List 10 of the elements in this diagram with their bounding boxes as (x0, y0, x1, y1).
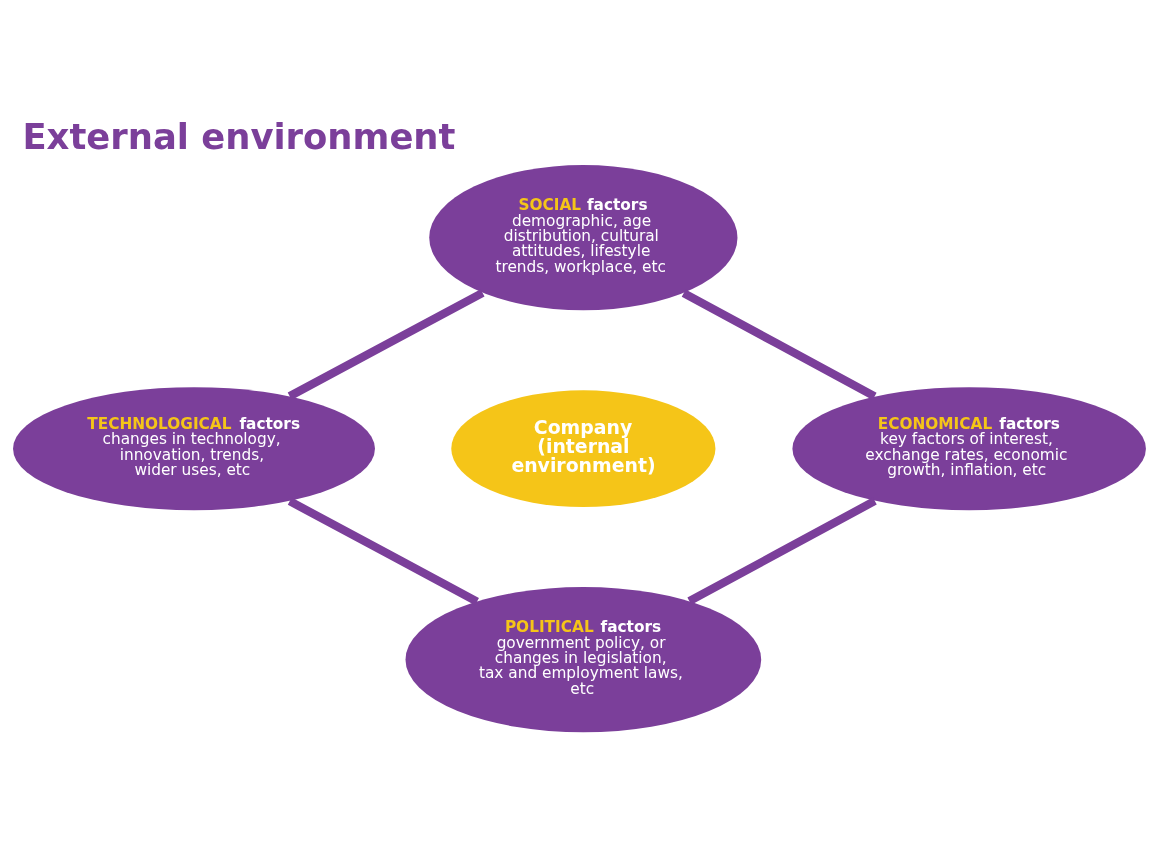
connector (287, 288, 485, 400)
connector (687, 496, 877, 605)
node-ellipse: ECONOMICAL factors key factors of interest, exchange rates, economic growth, inflation, etc (792, 386, 1146, 510)
diagram-title: External environment (22, 115, 456, 157)
node-ellipse: POLITICAL factors government policy, or changes in legislation, tax and employment laws, etc (405, 586, 762, 732)
connector (287, 497, 479, 605)
node-ellipse: Company (internal environment) (451, 389, 716, 507)
node-ellipse: SOCIAL factors demographic, age distribution, cultural attitudes, lifestyle trends, workplace, etc (429, 164, 738, 310)
node-ellipse: TECHNOLOGICAL factors changes in technology, innovation, trends, wider uses, etc (13, 386, 375, 510)
connector (681, 289, 877, 400)
